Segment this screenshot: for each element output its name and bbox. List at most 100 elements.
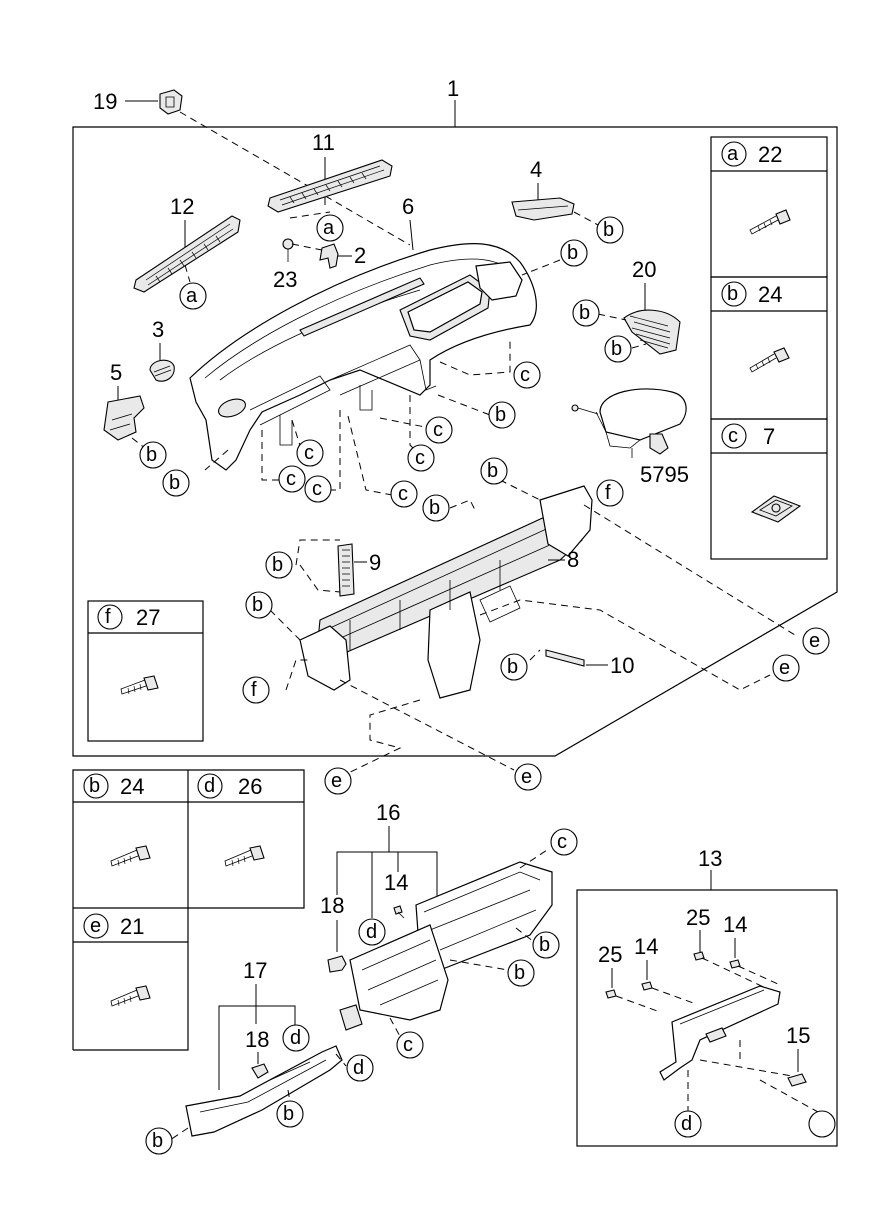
ref-circle <box>808 1110 836 1138</box>
callout-14b: 14 <box>723 912 747 937</box>
ref-circle: e <box>772 654 800 682</box>
ref-circle: c <box>425 416 453 444</box>
svg-text:d: d <box>290 1027 301 1049</box>
svg-text:b: b <box>283 1103 294 1125</box>
svg-text:b: b <box>514 962 525 984</box>
ref-circle: b <box>265 551 293 579</box>
callout-16: 16 <box>376 800 400 825</box>
main-assembly-frame: 1 <box>72 76 838 757</box>
ref-circle: d <box>346 1054 374 1082</box>
callout-13: 13 <box>698 846 722 871</box>
svg-text:c: c <box>304 442 314 464</box>
part-20-vent: 20 <box>597 257 681 355</box>
part-19-clip: 19 <box>93 89 411 246</box>
callout-10: 10 <box>610 653 634 678</box>
ref-circle: e <box>324 767 352 795</box>
callout-14a: 14 <box>384 870 408 895</box>
svg-text:d: d <box>366 921 377 943</box>
svg-text:b: b <box>152 1130 163 1152</box>
part-23-screw: 23 <box>273 238 323 292</box>
callout-25b: 25 <box>598 942 622 967</box>
callout-1: 1 <box>447 76 459 101</box>
screw-icon <box>110 845 151 867</box>
callout-6: 6 <box>402 194 414 219</box>
svg-text:f: f <box>105 606 111 628</box>
svg-text:b: b <box>727 283 738 305</box>
ref-circle: b <box>604 335 632 363</box>
svg-text:c: c <box>557 831 567 853</box>
ref-circle: f <box>242 676 270 704</box>
svg-text:27: 27 <box>136 605 160 630</box>
callout-3: 3 <box>152 317 164 342</box>
svg-text:f: f <box>251 679 257 701</box>
svg-text:b: b <box>252 594 263 616</box>
svg-text:c: c <box>398 483 408 505</box>
svg-text:c: c <box>312 478 322 500</box>
fastener-box-b-24: b 24 <box>710 276 828 420</box>
callout-19: 19 <box>93 89 117 114</box>
ref-circle: c <box>278 465 306 493</box>
callout-25a: 25 <box>686 905 710 930</box>
ref-circle: a <box>316 214 344 242</box>
svg-text:b: b <box>89 775 100 797</box>
ref-circle: b <box>572 299 600 327</box>
svg-text:e: e <box>90 915 101 937</box>
part-5795-airbag: 5795 <box>571 388 689 487</box>
svg-text:21: 21 <box>120 914 144 939</box>
screw-icon <box>110 985 151 1007</box>
svg-text:c: c <box>403 1034 413 1056</box>
svg-text:b: b <box>487 460 498 482</box>
ref-circle: e <box>514 763 542 791</box>
main-leader-lines <box>261 211 796 779</box>
ref-circle: b <box>162 469 190 497</box>
ref-circle: d <box>674 1110 702 1138</box>
ref-circle: a <box>179 282 207 310</box>
svg-text:b: b <box>429 497 440 519</box>
part-8-cross-bar: 8 <box>299 485 593 699</box>
screw-icon <box>120 675 159 695</box>
part-17-lower-cover: 17 18 <box>169 958 347 1141</box>
svg-text:b: b <box>611 338 622 360</box>
ref-circle: c <box>396 1031 424 1059</box>
svg-text:a: a <box>727 143 739 165</box>
svg-text:c: c <box>433 419 443 441</box>
svg-text:b: b <box>146 444 157 466</box>
screw-icon <box>749 347 790 373</box>
svg-text:b: b <box>603 219 614 241</box>
part-16-center-panel: 16 14 18 <box>320 800 553 1041</box>
callout-8: 8 <box>567 547 579 572</box>
part-9-panel: 9 <box>295 539 381 597</box>
part-6-crash-pad: 6 <box>189 194 537 471</box>
ref-circle: b <box>422 494 450 522</box>
ref-circle: b <box>488 401 516 429</box>
ref-circle: c <box>304 475 332 503</box>
callout-4: 4 <box>530 157 542 182</box>
svg-text:b: b <box>539 934 550 956</box>
fastener-box-c-7: c 7 <box>710 418 828 560</box>
part-2-bracket: 2 <box>319 243 366 269</box>
callout-23: 23 <box>273 267 297 292</box>
fastener-box-a-22: a 22 <box>710 136 828 278</box>
callout-18b: 18 <box>245 1027 269 1052</box>
callout-2: 2 <box>354 243 366 268</box>
callout-15: 15 <box>786 1023 810 1048</box>
ref-circle: b <box>560 239 588 267</box>
svg-text:d: d <box>353 1057 364 1079</box>
svg-text:24: 24 <box>758 282 782 307</box>
callout-9: 9 <box>369 550 381 575</box>
svg-text:a: a <box>186 285 198 307</box>
ref-circle: c <box>390 480 418 508</box>
svg-text:24: 24 <box>120 774 144 799</box>
clip-nut-icon <box>750 495 802 523</box>
svg-text:b: b <box>272 554 283 576</box>
ref-circle: c <box>407 444 435 472</box>
svg-text:b: b <box>579 302 590 324</box>
part-10-strap: 10 <box>545 649 634 678</box>
ref-circle: c <box>550 828 578 856</box>
ref-circle: b <box>245 591 273 619</box>
ref-circles-main: a a b b b b b c c c c c c c b b b f b b … <box>139 214 830 795</box>
svg-text:e: e <box>521 766 532 788</box>
svg-text:e: e <box>809 630 820 652</box>
svg-text:e: e <box>779 657 790 679</box>
